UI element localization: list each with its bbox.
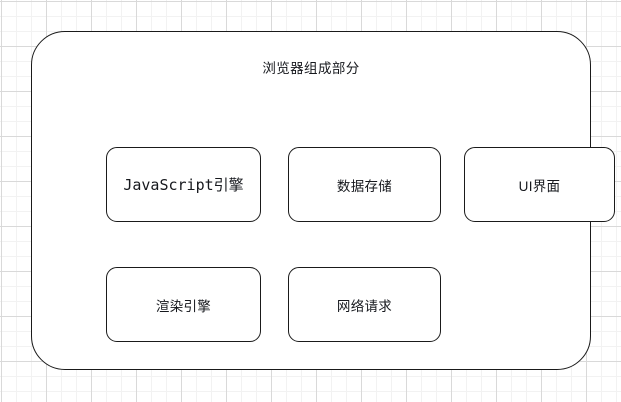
browser-components-container[interactable]: 浏览器组成部分 JavaScript引擎 数据存储 UI界面 渲染引擎 网络请求 <box>31 31 615 370</box>
node-network-request-label: 网络请求 <box>336 298 393 314</box>
node-ui-interface[interactable]: UI界面 <box>464 147 615 222</box>
node-ui-interface-label: UI界面 <box>518 178 561 194</box>
node-js-engine-label: JavaScript引擎 <box>123 176 244 194</box>
node-data-storage-label: 数据存储 <box>336 178 393 194</box>
node-network-request[interactable]: 网络请求 <box>288 267 441 342</box>
container-title: 浏览器组成部分 <box>262 61 360 76</box>
node-data-storage[interactable]: 数据存储 <box>288 147 441 222</box>
node-render-engine-label: 渲染引擎 <box>155 298 212 314</box>
node-render-engine[interactable]: 渲染引擎 <box>106 267 261 342</box>
node-js-engine[interactable]: JavaScript引擎 <box>106 147 261 222</box>
